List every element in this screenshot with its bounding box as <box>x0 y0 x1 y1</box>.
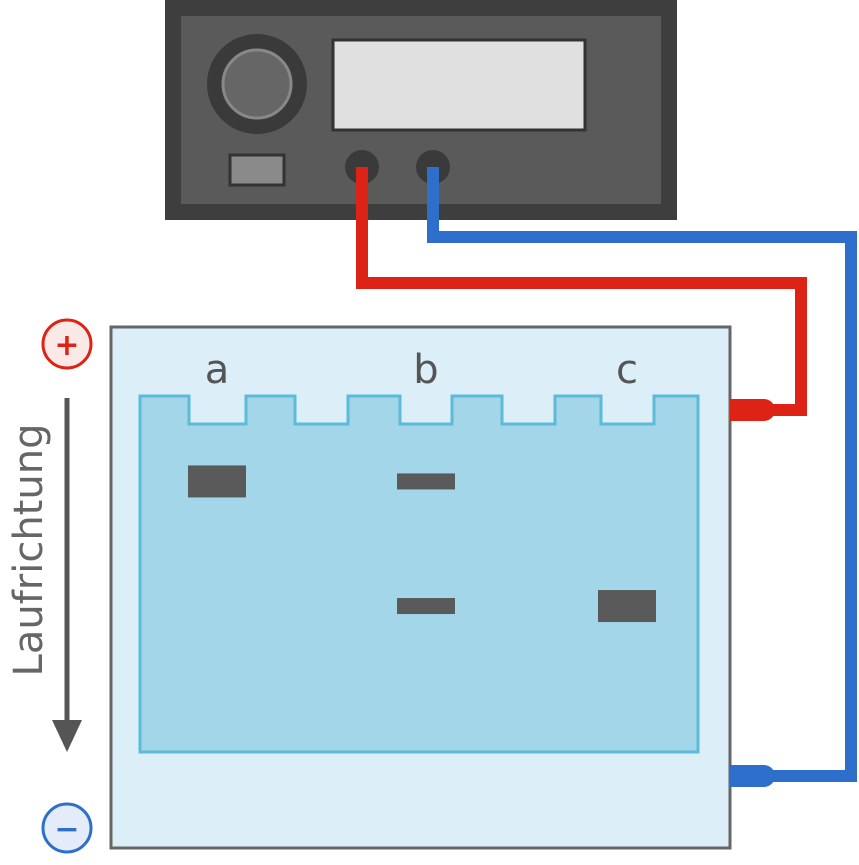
red-connector <box>730 399 775 421</box>
lane-label-c: c <box>616 347 638 393</box>
direction-arrow <box>52 398 82 752</box>
lane-label-a: a <box>205 347 230 393</box>
positive-pole: + <box>41 318 93 370</box>
power-supply-display <box>331 38 587 132</box>
lane-label-b: b <box>413 347 438 393</box>
band-b-1 <box>397 473 455 490</box>
blue-wire <box>427 167 857 782</box>
plus-icon <box>41 318 93 370</box>
band-a-1 <box>188 465 246 498</box>
power-knob-face <box>221 48 293 120</box>
lane-labels: a b c <box>205 347 638 393</box>
negative-pole-sign: − <box>54 812 79 847</box>
band-b-2 <box>397 598 455 615</box>
minus-icon <box>41 802 93 854</box>
negative-pole: − <box>41 802 93 854</box>
band-c-1 <box>598 590 656 623</box>
arrow-down-icon <box>52 720 82 752</box>
gel <box>138 394 700 754</box>
blue-connector <box>730 765 775 787</box>
gel-bands <box>188 465 656 623</box>
positive-pole-sign: + <box>54 328 79 363</box>
red-wire <box>356 167 807 416</box>
power-switch[interactable] <box>228 153 286 187</box>
direction-label: Laufrichtung <box>6 424 52 677</box>
power-supply <box>165 0 677 220</box>
